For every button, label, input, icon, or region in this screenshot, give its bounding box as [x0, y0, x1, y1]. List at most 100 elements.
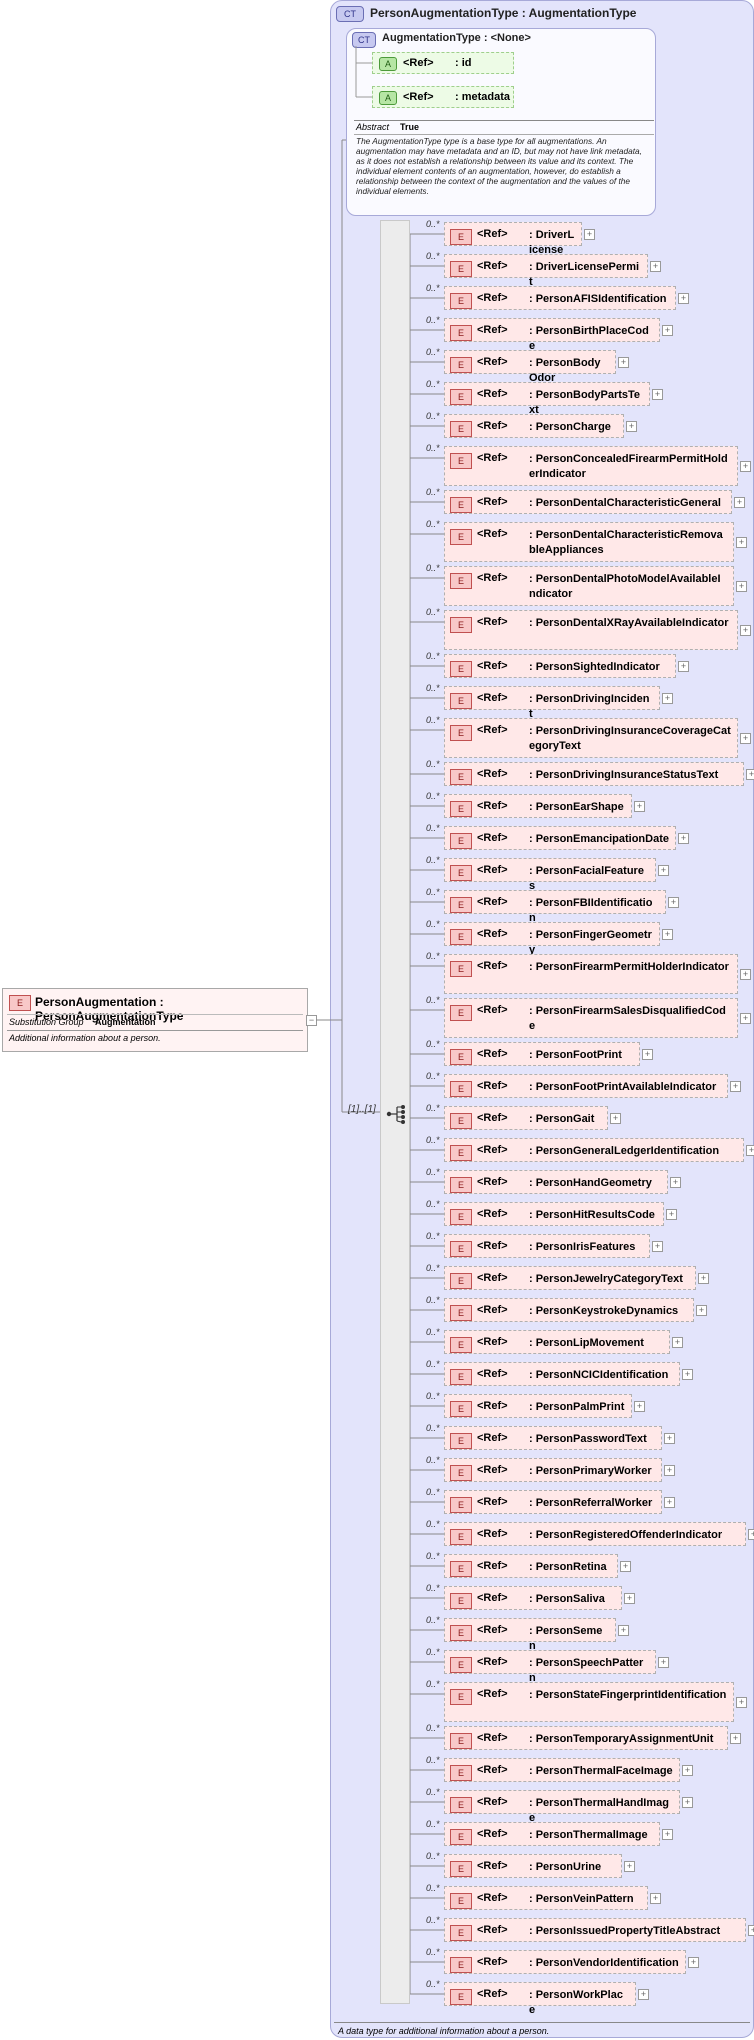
element-ref-item[interactable]: E<Ref>: PersonDrivingInsuranceCoverageCa… — [444, 718, 738, 758]
element-ref-item[interactable]: E<Ref>: PersonKeystrokeDynamics — [444, 1298, 694, 1322]
expand-icon[interactable]: + — [652, 1241, 663, 1252]
element-ref-item[interactable]: E<Ref>: PersonDentalXRayAvailableIndicat… — [444, 610, 738, 650]
element-ref-item[interactable]: E<Ref>: PersonSaliva — [444, 1586, 622, 1610]
element-ref-item[interactable]: E<Ref>: PersonBirthPlaceCode — [444, 318, 660, 352]
element-ref-item[interactable]: E<Ref>: PersonPalmPrint — [444, 1394, 632, 1418]
expand-icon[interactable]: + — [634, 1401, 645, 1412]
element-ref-item[interactable]: E<Ref>: PersonThermalImage — [444, 1822, 660, 1846]
element-ref-item[interactable]: E<Ref>: PersonJewelryCategoryText — [444, 1266, 696, 1290]
element-ref-item[interactable]: E<Ref>: PersonBodyOdor — [444, 350, 616, 384]
element-ref-item[interactable]: E<Ref>: PersonSemen — [444, 1618, 616, 1652]
element-ref-item[interactable]: E<Ref>: PersonBodyPartsText — [444, 382, 650, 416]
expand-icon[interactable]: + — [662, 325, 673, 336]
element-ref-item[interactable]: E<Ref>: PersonRetina — [444, 1554, 618, 1578]
element-ref-item[interactable]: E<Ref>: PersonHandGeometry — [444, 1170, 668, 1194]
element-ref-item[interactable]: E<Ref>: PersonWorkPlace — [444, 1982, 636, 2016]
expand-icon[interactable]: + — [698, 1273, 709, 1284]
element-ref-item[interactable]: E<Ref>: PersonHitResultsCode — [444, 1202, 664, 1226]
element-ref-item[interactable]: E<Ref>: PersonNCICIdentification — [444, 1362, 680, 1386]
element-ref-item[interactable]: E<Ref>: PersonVeinPattern — [444, 1886, 648, 1910]
element-ref-item[interactable]: E<Ref>: PersonDentalPhotoModelAvailableI… — [444, 566, 734, 606]
sequence-icon[interactable] — [385, 1104, 409, 1124]
expand-icon[interactable]: + — [746, 769, 754, 780]
element-ref-item[interactable]: E<Ref>: PersonIssuedPropertyTitleAbstrac… — [444, 1918, 746, 1942]
expand-icon[interactable]: + — [672, 1337, 683, 1348]
element-ref-item[interactable]: E<Ref>: DriverLicensePermit — [444, 254, 648, 288]
expand-icon[interactable]: + — [736, 537, 747, 548]
element-ref-item[interactable]: E<Ref>: PersonReferralWorker — [444, 1490, 662, 1514]
expand-icon[interactable]: + — [650, 261, 661, 272]
expand-icon[interactable]: + — [650, 1893, 661, 1904]
expand-icon[interactable]: + — [678, 293, 689, 304]
element-ref-item[interactable]: E<Ref>: PersonEarShape — [444, 794, 632, 818]
expand-icon[interactable]: + — [682, 1369, 693, 1380]
expand-icon[interactable]: + — [658, 1657, 669, 1668]
expand-icon[interactable]: + — [662, 693, 673, 704]
element-ref-item[interactable]: E<Ref>: PersonFootPrint — [444, 1042, 640, 1066]
element-ref-item[interactable]: E<Ref>: PersonPasswordText — [444, 1426, 662, 1450]
expand-icon[interactable]: + — [662, 1829, 673, 1840]
expand-icon[interactable]: + — [638, 1989, 649, 2000]
expand-icon[interactable]: + — [678, 661, 689, 672]
expand-icon[interactable]: + — [668, 897, 679, 908]
element-ref-item[interactable]: E<Ref>: PersonIrisFeatures — [444, 1234, 650, 1258]
element-ref-item[interactable]: E<Ref>: PersonTemporaryAssignmentUnit — [444, 1726, 728, 1750]
root-element-box[interactable]: E PersonAugmentation : PersonAugmentatio… — [2, 988, 308, 1052]
element-ref-item[interactable]: E<Ref>: PersonFootPrintAvailableIndicato… — [444, 1074, 728, 1098]
element-ref-item[interactable]: E<Ref>: DriverLicense — [444, 222, 582, 256]
expand-icon[interactable]: + — [666, 1209, 677, 1220]
element-ref-item[interactable]: E<Ref>: PersonFBIIdentification — [444, 890, 666, 924]
element-ref-item[interactable]: E<Ref>: PersonGait — [444, 1106, 608, 1130]
element-ref-item[interactable]: E<Ref>: PersonStateFingerprintIdentifica… — [444, 1682, 734, 1722]
element-ref-item[interactable]: E<Ref>: PersonDrivingInsuranceStatusText — [444, 762, 744, 786]
expand-icon[interactable]: + — [730, 1081, 741, 1092]
attribute-id[interactable]: A <Ref> : id — [372, 52, 514, 74]
expand-icon[interactable]: + — [624, 1861, 635, 1872]
expand-icon[interactable]: + — [618, 357, 629, 368]
expand-icon[interactable]: + — [624, 1593, 635, 1604]
expand-icon[interactable]: + — [662, 929, 673, 940]
expand-icon[interactable]: + — [652, 389, 663, 400]
element-ref-item[interactable]: E<Ref>: PersonSightedIndicator — [444, 654, 676, 678]
attribute-metadata[interactable]: A <Ref> : metadata — [372, 86, 514, 108]
element-ref-item[interactable]: E<Ref>: PersonDrivingIncident — [444, 686, 660, 720]
expand-icon[interactable]: + — [746, 1145, 754, 1156]
element-ref-item[interactable]: E<Ref>: PersonVendorIdentification — [444, 1950, 686, 1974]
expand-icon[interactable]: + — [664, 1433, 675, 1444]
element-ref-item[interactable]: E<Ref>: PersonSpeechPattern — [444, 1650, 656, 1684]
element-ref-item[interactable]: E<Ref>: PersonLipMovement — [444, 1330, 670, 1354]
element-ref-item[interactable]: E<Ref>: PersonFacialFeatures — [444, 858, 656, 892]
expand-icon[interactable]: + — [664, 1497, 675, 1508]
expand-icon[interactable]: + — [736, 1697, 747, 1708]
element-ref-item[interactable]: E<Ref>: PersonFirearmPermitHolderIndicat… — [444, 954, 738, 994]
element-ref-item[interactable]: E<Ref>: PersonGeneralLedgerIdentificatio… — [444, 1138, 744, 1162]
expand-icon[interactable]: + — [688, 1957, 699, 1968]
expand-icon[interactable]: + — [634, 801, 645, 812]
expand-icon[interactable]: + — [696, 1305, 707, 1316]
expand-icon[interactable]: + — [736, 581, 747, 592]
expand-icon[interactable]: + — [642, 1049, 653, 1060]
expand-icon[interactable]: + — [610, 1113, 621, 1124]
expand-icon[interactable]: + — [682, 1797, 693, 1808]
expand-icon[interactable]: + — [678, 833, 689, 844]
element-ref-item[interactable]: E<Ref>: PersonThermalFaceImage — [444, 1758, 680, 1782]
expand-icon[interactable]: + — [620, 1561, 631, 1572]
element-ref-item[interactable]: E<Ref>: PersonEmancipationDate — [444, 826, 676, 850]
expand-icon[interactable]: + — [740, 969, 751, 980]
element-ref-item[interactable]: E<Ref>: PersonDentalCharacteristicGenera… — [444, 490, 732, 514]
expand-icon[interactable]: + — [670, 1177, 681, 1188]
element-ref-item[interactable]: E<Ref>: PersonDentalCharacteristicRemova… — [444, 522, 734, 562]
expand-icon[interactable]: + — [730, 1733, 741, 1744]
element-ref-item[interactable]: E<Ref>: PersonConcealedFirearmPermitHold… — [444, 446, 738, 486]
element-ref-item[interactable]: E<Ref>: PersonAFISIdentification — [444, 286, 676, 310]
element-ref-item[interactable]: E<Ref>: PersonPrimaryWorker — [444, 1458, 662, 1482]
element-ref-item[interactable]: E<Ref>: PersonUrine — [444, 1854, 622, 1878]
expand-icon[interactable]: + — [734, 497, 745, 508]
expand-icon[interactable]: + — [682, 1765, 693, 1776]
expand-icon[interactable]: + — [664, 1465, 675, 1476]
expand-icon[interactable]: + — [740, 1013, 751, 1024]
expand-icon[interactable]: + — [618, 1625, 629, 1636]
element-ref-item[interactable]: E<Ref>: PersonRegisteredOffenderIndicato… — [444, 1522, 746, 1546]
element-ref-item[interactable]: E<Ref>: PersonFirearmSalesDisqualifiedCo… — [444, 998, 738, 1038]
expand-icon[interactable]: + — [584, 229, 595, 240]
